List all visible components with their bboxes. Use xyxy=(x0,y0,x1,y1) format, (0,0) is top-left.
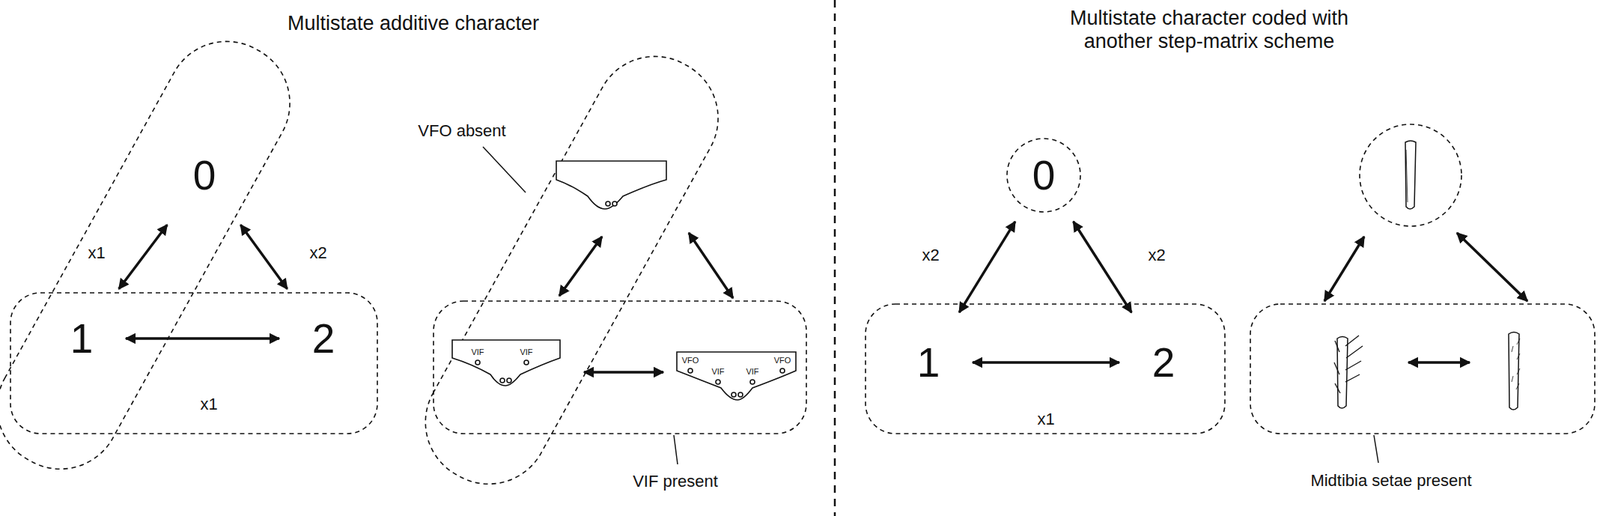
pore-label: VFO xyxy=(682,355,700,366)
state-node: 1 xyxy=(47,297,116,380)
circle-outline xyxy=(1007,138,1081,212)
pore-label: VIF xyxy=(745,366,759,377)
pore xyxy=(612,201,617,206)
transition-arrow xyxy=(240,224,287,289)
sternite-plate xyxy=(452,339,561,386)
state-node: 2 xyxy=(1129,321,1198,404)
pore xyxy=(750,379,755,385)
pore xyxy=(506,378,512,383)
state-node: 2 xyxy=(289,297,358,380)
state-number: 0 xyxy=(1032,152,1056,199)
state-number: 2 xyxy=(1152,339,1176,386)
weight-label: x2 xyxy=(309,243,327,263)
weight-label: x1 xyxy=(199,394,218,414)
pore xyxy=(715,379,721,385)
pore xyxy=(475,360,480,365)
group-outline xyxy=(404,35,740,506)
group-outline xyxy=(1359,124,1462,227)
group-outline xyxy=(865,303,1225,434)
group-outline xyxy=(433,300,807,434)
tibia xyxy=(1405,140,1416,209)
sternite-plate xyxy=(556,160,667,209)
pore-label: VIF xyxy=(711,366,725,377)
pore-label: VIF xyxy=(470,347,484,358)
transition-arrow xyxy=(559,236,602,296)
tibia-drawings xyxy=(1334,140,1520,410)
setae xyxy=(1334,335,1363,394)
leader-line xyxy=(1373,435,1379,463)
transition-arrow xyxy=(1073,221,1133,313)
fine-setae xyxy=(1511,338,1520,390)
tibia xyxy=(1508,332,1520,411)
callout-label: Midtibia setae present xyxy=(1310,470,1472,490)
leader-line xyxy=(482,146,526,193)
pore xyxy=(500,378,505,383)
edge-layer xyxy=(119,221,1132,363)
weight-label: x2 xyxy=(921,245,939,265)
state-number: 1 xyxy=(917,339,941,386)
group-outline xyxy=(0,20,312,491)
weight-label: x1 xyxy=(87,243,105,263)
tibia-line xyxy=(1406,149,1408,203)
illustration-arrows xyxy=(559,232,1528,373)
state-number: 1 xyxy=(70,315,94,362)
transition-arrow xyxy=(125,336,280,340)
transition-arrow xyxy=(688,232,733,298)
leader-line xyxy=(673,435,678,465)
state-number: 0 xyxy=(193,152,217,199)
pore xyxy=(524,360,529,365)
pore-label: VIF xyxy=(519,347,533,358)
panel-title: Multistate character coded with another … xyxy=(1040,6,1378,54)
state-node: 1 xyxy=(894,321,963,404)
pore xyxy=(780,368,785,373)
group-outline xyxy=(1250,303,1595,434)
transition-arrow xyxy=(972,360,1120,364)
state-groups xyxy=(0,20,1595,506)
pore xyxy=(605,201,611,206)
transition-arrow xyxy=(959,221,1016,313)
pore xyxy=(738,392,743,397)
group-outline xyxy=(10,292,378,434)
state-number: 2 xyxy=(312,315,336,362)
sternite-plate xyxy=(676,351,796,400)
pore xyxy=(688,368,693,373)
panel-title: Multistate additive character xyxy=(287,11,540,36)
weight-label: x1 xyxy=(1036,409,1055,429)
transition-arrow xyxy=(583,370,664,374)
panel-divider xyxy=(834,0,837,516)
sternite-drawings xyxy=(452,160,796,400)
state-circle: 0 xyxy=(1006,137,1082,213)
state-node: 0 xyxy=(170,134,239,217)
transition-arrow xyxy=(1408,360,1470,364)
pore-label: VFO xyxy=(774,355,792,366)
transition-arrow xyxy=(119,224,167,290)
pore xyxy=(731,392,736,397)
transition-arrow xyxy=(1456,232,1528,301)
weight-label: x2 xyxy=(1147,245,1165,265)
leader-lines xyxy=(482,146,1379,465)
callout-label: VFO absent xyxy=(417,121,506,141)
transition-arrow xyxy=(1324,236,1365,301)
callout-label: VIF present xyxy=(632,471,719,491)
